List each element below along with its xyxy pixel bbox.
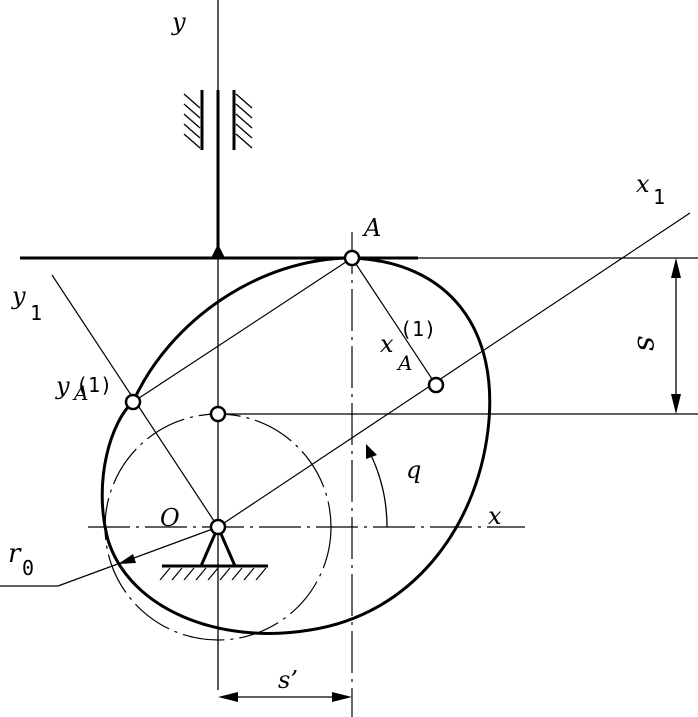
point-o [209, 518, 227, 536]
follower-guide [183, 90, 253, 150]
label-x: x [488, 502, 502, 530]
angle-q-arc [368, 450, 388, 528]
label-r0: r [8, 539, 22, 569]
fixed-pivot-support [159, 523, 268, 581]
label-x1-sub: 1 [653, 185, 665, 209]
point-ya [124, 393, 142, 411]
label-q: q [406, 456, 421, 484]
label-y: y [171, 8, 186, 36]
s-arrow-bottom [671, 394, 681, 414]
label-s: s [630, 336, 665, 351]
s-prime-arrow-right [332, 692, 352, 702]
label-ya-sup: (1) [76, 373, 112, 397]
s-arrow-top [671, 258, 681, 278]
x1-axis [217, 212, 691, 528]
r0-arrowhead [118, 554, 136, 564]
label-o: O [160, 504, 180, 532]
follower-joint [211, 244, 225, 258]
label-xa-sub: A [396, 351, 412, 375]
angle-q-arrowhead [366, 444, 377, 459]
label-a: A [362, 214, 381, 242]
a-to-xa-line [351, 257, 437, 386]
label-xa: x [380, 330, 394, 358]
label-r0-sub: 0 [22, 556, 34, 580]
label-ya-sub: A [72, 381, 88, 405]
label-x1: x [636, 170, 650, 198]
point-xa [427, 376, 445, 394]
cam-profile [100, 256, 492, 635]
point-a [343, 249, 361, 267]
label-y1: y [11, 282, 26, 310]
point-base-contact [209, 405, 227, 423]
label-s-prime: s’ [278, 666, 298, 694]
label-xa-sup: (1) [400, 317, 436, 341]
s-prime-arrow-left [218, 692, 238, 702]
ya-to-a-line [132, 257, 353, 403]
r0-leader [57, 526, 219, 587]
label-ya: y [55, 372, 70, 400]
label-y1-sub: 1 [30, 301, 42, 325]
